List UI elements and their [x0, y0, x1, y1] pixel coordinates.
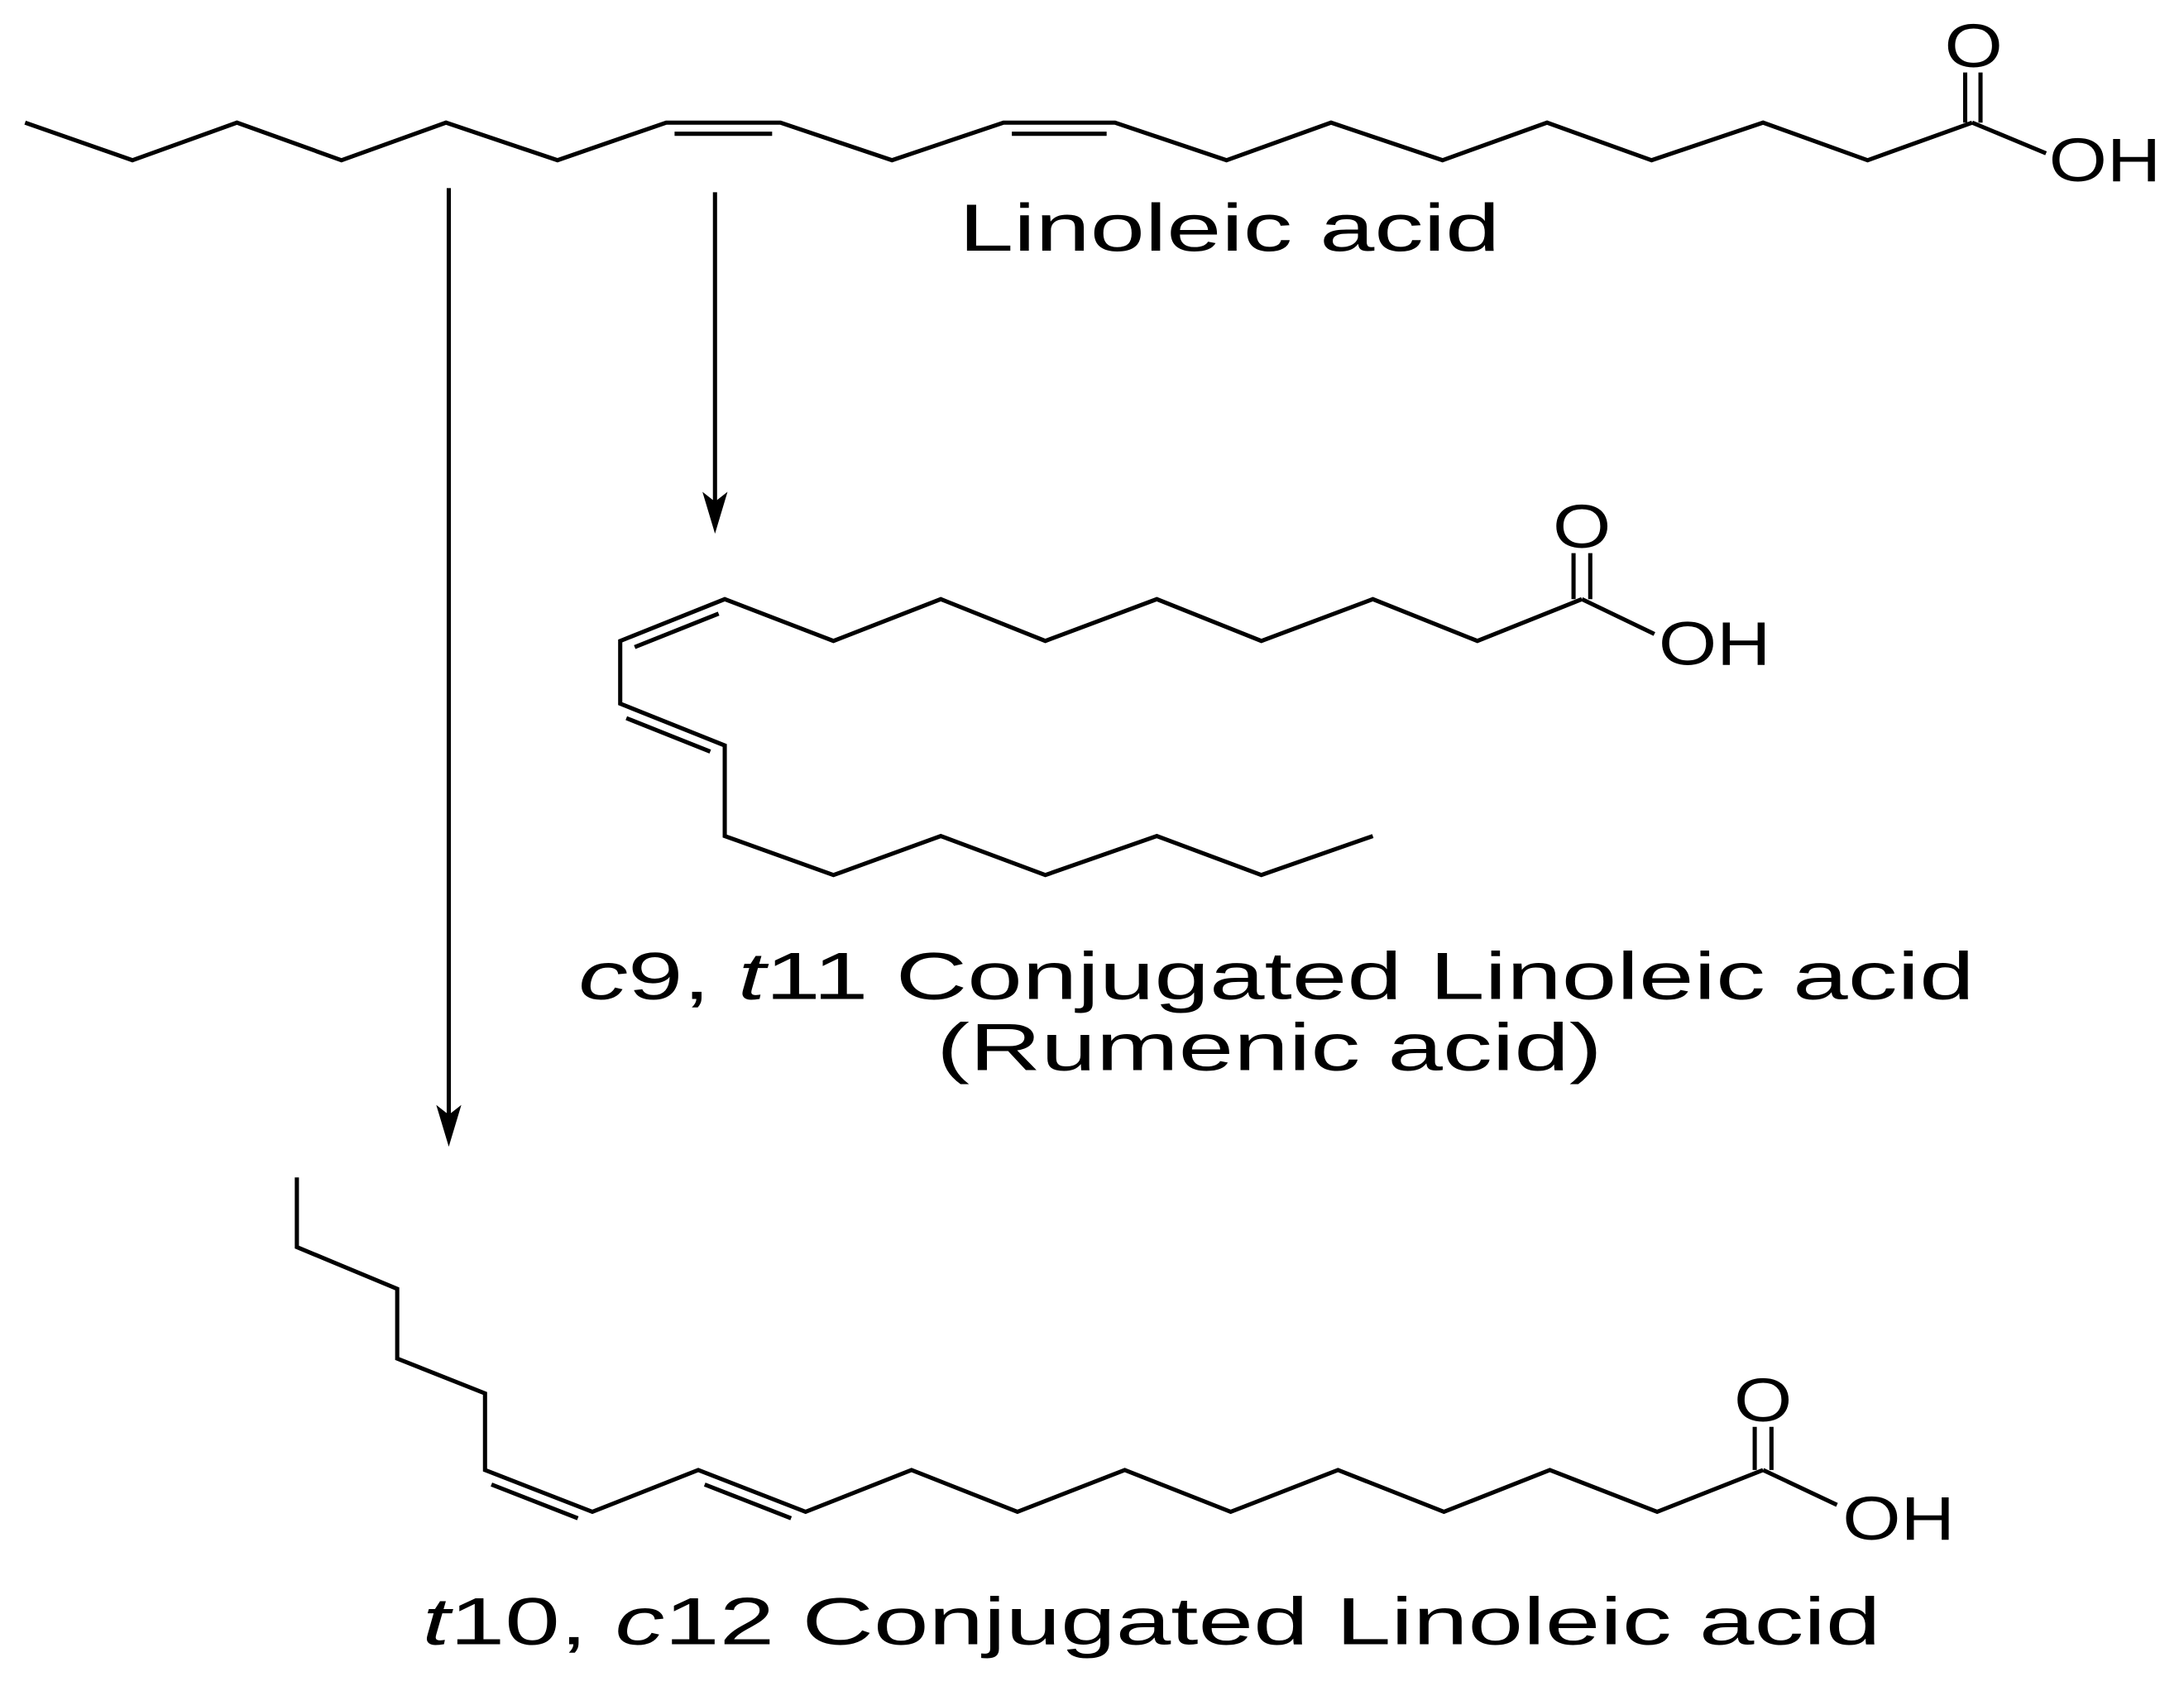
arrowhead [702, 491, 728, 534]
t10c12-c12-c13-cis-double-bond-line [491, 1482, 579, 1521]
rumenic-acid-carbon-chain [618, 596, 1583, 878]
trans-prefix: t [738, 939, 769, 1013]
linoleic-c-oh-bond [1971, 120, 2048, 156]
cis-prefix: c [615, 1584, 664, 1659]
t10-c12-cla-carbon-chain [295, 1177, 1765, 1515]
position-9: 9, [628, 939, 738, 1013]
rumenic-c-oh-bond [1581, 596, 1655, 636]
rumenic-c9-c10-cis-double-bond-line [634, 611, 720, 649]
t10c12-carbonyl-oxygen-label: O [1734, 1366, 1792, 1435]
t10c12-c-oh-bond [1762, 1468, 1838, 1507]
linoleic-hydroxyl-label: OH [2049, 126, 2162, 194]
arrowhead [436, 1104, 462, 1147]
rumenic-carbonyl-oxygen-label: O [1553, 492, 1611, 561]
rumenic-acid-structure: O OH c9, t11 Conjugated Linoleic acid (R… [578, 492, 1975, 1085]
rumenic-acid-label: c9, t11 Conjugated Linoleic acid [578, 939, 1975, 1013]
trans-prefix: t [422, 1584, 453, 1659]
rumenic-acid-trivial-name: (Rumenic acid) [936, 1010, 1602, 1085]
t10-c12-cla-label: t10, c12 Conjugated Linoleic acid [422, 1584, 1880, 1659]
t10c12-c10-c11-trans-double-bond-line [703, 1482, 793, 1521]
arrow-to-rumenic-acid [702, 192, 728, 534]
rumenic-hydroxyl-label: OH [1659, 609, 1771, 678]
t10-c12-cla-structure: O OH t10, c12 Conjugated Linoleic acid [295, 1177, 1955, 1659]
position-11-name: 11 Conjugated Linoleic acid [765, 939, 1974, 1013]
t10c12-hydroxyl-label: OH [1842, 1484, 1955, 1553]
linoleic-carbonyl-oxygen-label: O [1944, 12, 2002, 80]
linoleic-acid-carbon-chain [24, 120, 1973, 163]
cis-prefix: c [578, 939, 628, 1013]
position-12-name: 12 Conjugated Linoleic acid [664, 1584, 1880, 1659]
position-10: 10, [450, 1584, 615, 1659]
rumenic-c11-c12-trans-double-bond-line [625, 716, 711, 754]
linoleic-acid-label: Linoleic acid [959, 190, 1500, 266]
linoleic-acid-structure: O OH Linoleic acid [24, 12, 2162, 266]
arrow-to-t10-c12-cla [436, 188, 462, 1147]
